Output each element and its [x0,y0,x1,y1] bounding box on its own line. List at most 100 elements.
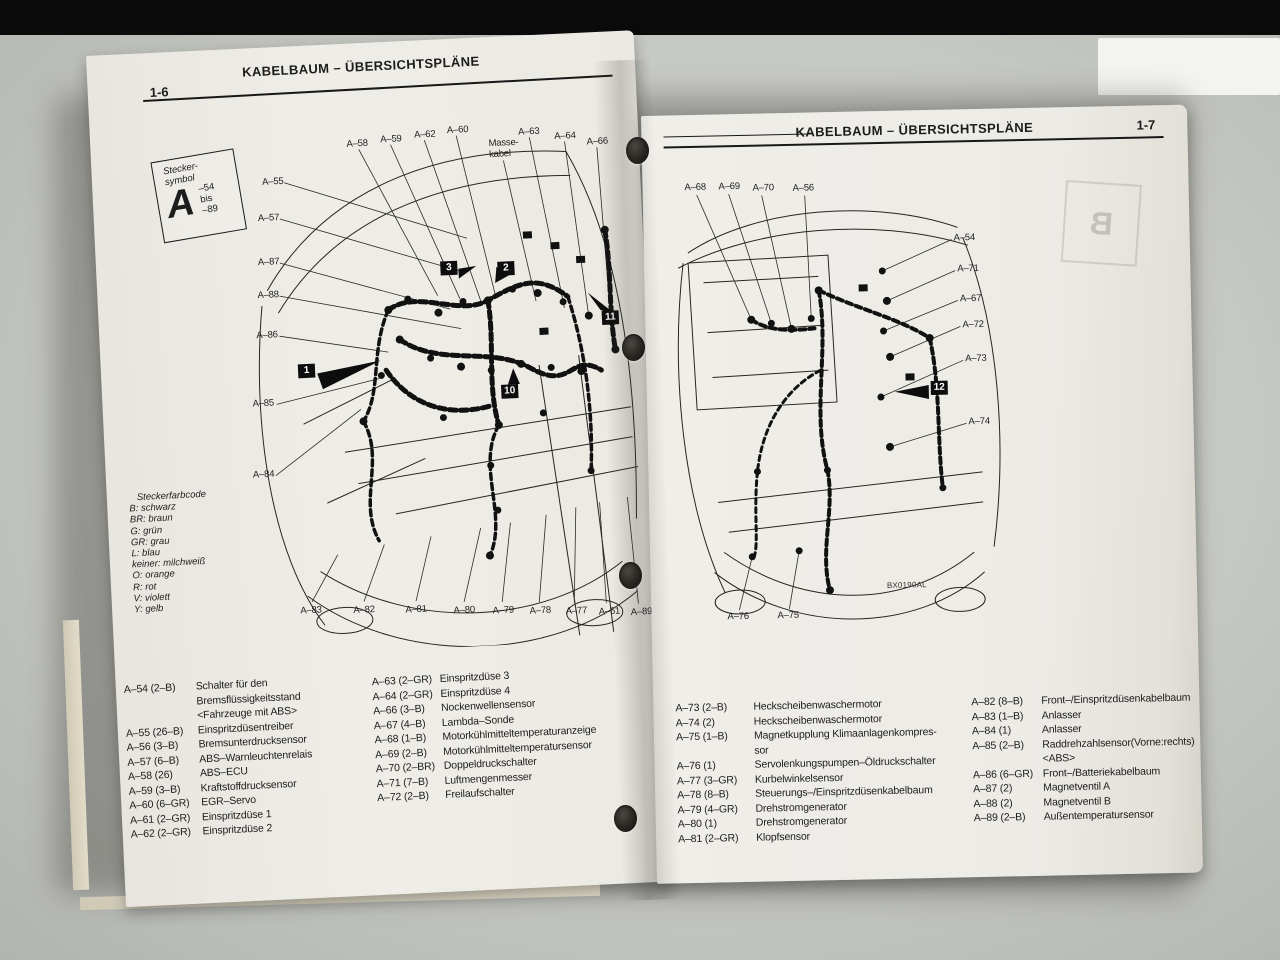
diagram-label: A–82 [353,604,376,617]
diagram-label: A–54 [953,232,976,244]
figure-code: BX0190AL [886,580,927,590]
ghost-showthrough-stamp: B [1060,179,1142,267]
connector-desc: Freilaufschalter [444,785,515,801]
binder-hole [614,805,637,832]
connector-color-code-legend: Steckerfarbcode B: schwarz BR: braun G: … [129,489,212,616]
connector-code: A–89 (2–B) [973,811,1026,825]
diagram-label: A–85 [252,397,275,410]
connector-desc: Anlasser [1041,708,1082,722]
right-page: KABELBAUM – ÜBERSICHTSPLÄNE 1-7 B [641,104,1203,884]
engine-bay-wiring-diagram-right: A–68 A–69 A–70 A–56 A–54 A–71 A–67 A–72 … [656,167,1006,634]
connector-desc: Außentemperatursensor [1043,808,1154,823]
connector-code: A–62 (2–GR) [130,825,192,841]
connector-desc: Schalter für den Bremsflüssigkeitsstand … [195,677,301,722]
connector-code: A–85 (2–B) [972,738,1024,752]
connector-code: A–87 (2) [973,782,1013,796]
connector-desc: Magnetventil A [1043,780,1111,794]
symbol-box-range: –54 bis –89 [197,181,219,217]
connector-list-left-col1: A–54 (2–B) Schalter für den Bremsflüssigk… [124,671,381,842]
diagram-label: A–79 [492,604,515,617]
harness-runs-thin [361,294,594,558]
diagram-label: A–76 [727,610,750,623]
left-page-number: 1-6 [149,84,169,101]
diagram-label: A–60 [446,124,469,137]
diagram-label: A–62 [413,128,436,141]
connector-code: A–75 (1–B) [675,730,728,744]
diagram-label: A–55 [261,175,284,188]
binder-hole [626,137,649,164]
diagram-label: A–63 [517,125,540,138]
connector-desc: Front–/Batteriekabelbaum [1042,764,1161,780]
connector-desc: Drehstromgenerator [755,814,848,829]
diagram-label: A–77 [565,605,588,618]
diagram-label: A–59 [380,133,402,146]
connector-desc: Klopfsensor [756,830,811,844]
diagram-label: A–68 [684,181,707,194]
diagram-label: A–70 [752,182,775,194]
connector-code: A–83 (1–B) [971,709,1024,723]
diagram-label: A–81 [405,603,428,616]
diagram-label: A–72 [962,318,984,331]
connector-list-left-col2: A–63 (2–GR)Einspritzdüse 3 A–64 (2–GR)Ei… [371,663,645,806]
connector-code: A–86 (6–GR) [972,767,1034,781]
connector-row: A–85 (2–B) Raddrehzahlsensor(Vorne:rechts… [972,734,1195,768]
connector-desc: Magnetventil B [1043,794,1111,809]
connector-code: A–80 (1) [677,817,718,831]
callout-number-12: 12 [930,380,948,395]
connector-code: A–88 (2) [973,796,1013,810]
right-page-number: 1-7 [1136,117,1156,133]
photo-top-black-band [0,0,1280,35]
diagram-label: A–74 [968,415,990,428]
connector-code: A–74 (2) [675,716,715,729]
diagram-label: A–80 [453,604,476,617]
connector-code: A–76 (1) [676,759,716,773]
left-page-title: KABELBAUM – ÜBERSICHTSPLÄNE [241,53,480,80]
connector-code: A–81 (2–GR) [678,831,739,845]
background-white-patch [1098,38,1280,95]
connector-code: A–84 (1) [971,724,1012,738]
callout-number-10: 10 [500,384,519,399]
connector-desc: Magnetkupplung Klimaanlagenkompres- sor [753,725,937,757]
car-outline [258,150,639,647]
callout-wedges [317,265,617,390]
diagram-label: A–75 [777,609,799,622]
connector-blobs [359,225,620,560]
connector-list-right-col2: A–82 (8–B)Front–/Einspritzdüsenkabelbaum… [971,691,1196,826]
diagram-label: A–87 [257,256,280,269]
color-code-item: Y: gelb [133,603,164,616]
diagram-label: A–71 [957,262,979,275]
diagram-label: A–84 [252,468,275,481]
car-outline [677,210,1001,620]
diagram-label: A–88 [257,289,280,302]
diagram-label: A–67 [959,292,982,305]
harness-runs [749,288,945,593]
callout-number-2: 2 [497,261,515,276]
connector-code: A–82 (8–B) [971,695,1024,709]
connector-code: A–54 (2–B) [123,681,176,696]
connector-blobs [747,267,947,595]
connector-code: A–72 (2–B) [376,789,430,805]
connector-code: A–77 (3–GR) [676,773,738,787]
diagram-label: A–69 [718,180,741,193]
diagram-label: A–73 [965,352,987,365]
masse-kabel-label: Masse- kabel [488,136,519,160]
symbol-box-letter: A [163,181,198,228]
wiring-diagram-right-art [677,194,1001,620]
diagram-label: A–58 [346,137,369,150]
leader-lines [696,194,967,611]
diagram-label: A–57 [257,212,280,225]
callout-wedges [894,385,929,400]
binder-hole [619,562,642,589]
connector-desc: Anlasser [1041,722,1082,736]
left-page: 1-6 KABELBAUM – ÜBERSICHTSPLÄNE Stecker-… [86,30,674,908]
connector-code: A–79 (4–GR) [677,802,738,816]
diagram-label: A–83 [300,604,323,617]
connector-list-right-col1: A–73 (2–B)Heckscheibenwaschermotor A–74 … [675,695,968,846]
callout-number-1: 1 [297,363,316,379]
engine-bay-wiring-diagram-left: A–58 A–59 A–62 A–60 Masse- kabel A–63 A–… [230,108,655,656]
connector-desc: Raddrehzahlsensor(Vorne:rechts) <ABS> [1042,735,1195,765]
diagram-label: A–86 [256,329,278,342]
connector-code: A–73 (2–B) [675,701,728,715]
diagram-label: A–64 [554,130,576,143]
